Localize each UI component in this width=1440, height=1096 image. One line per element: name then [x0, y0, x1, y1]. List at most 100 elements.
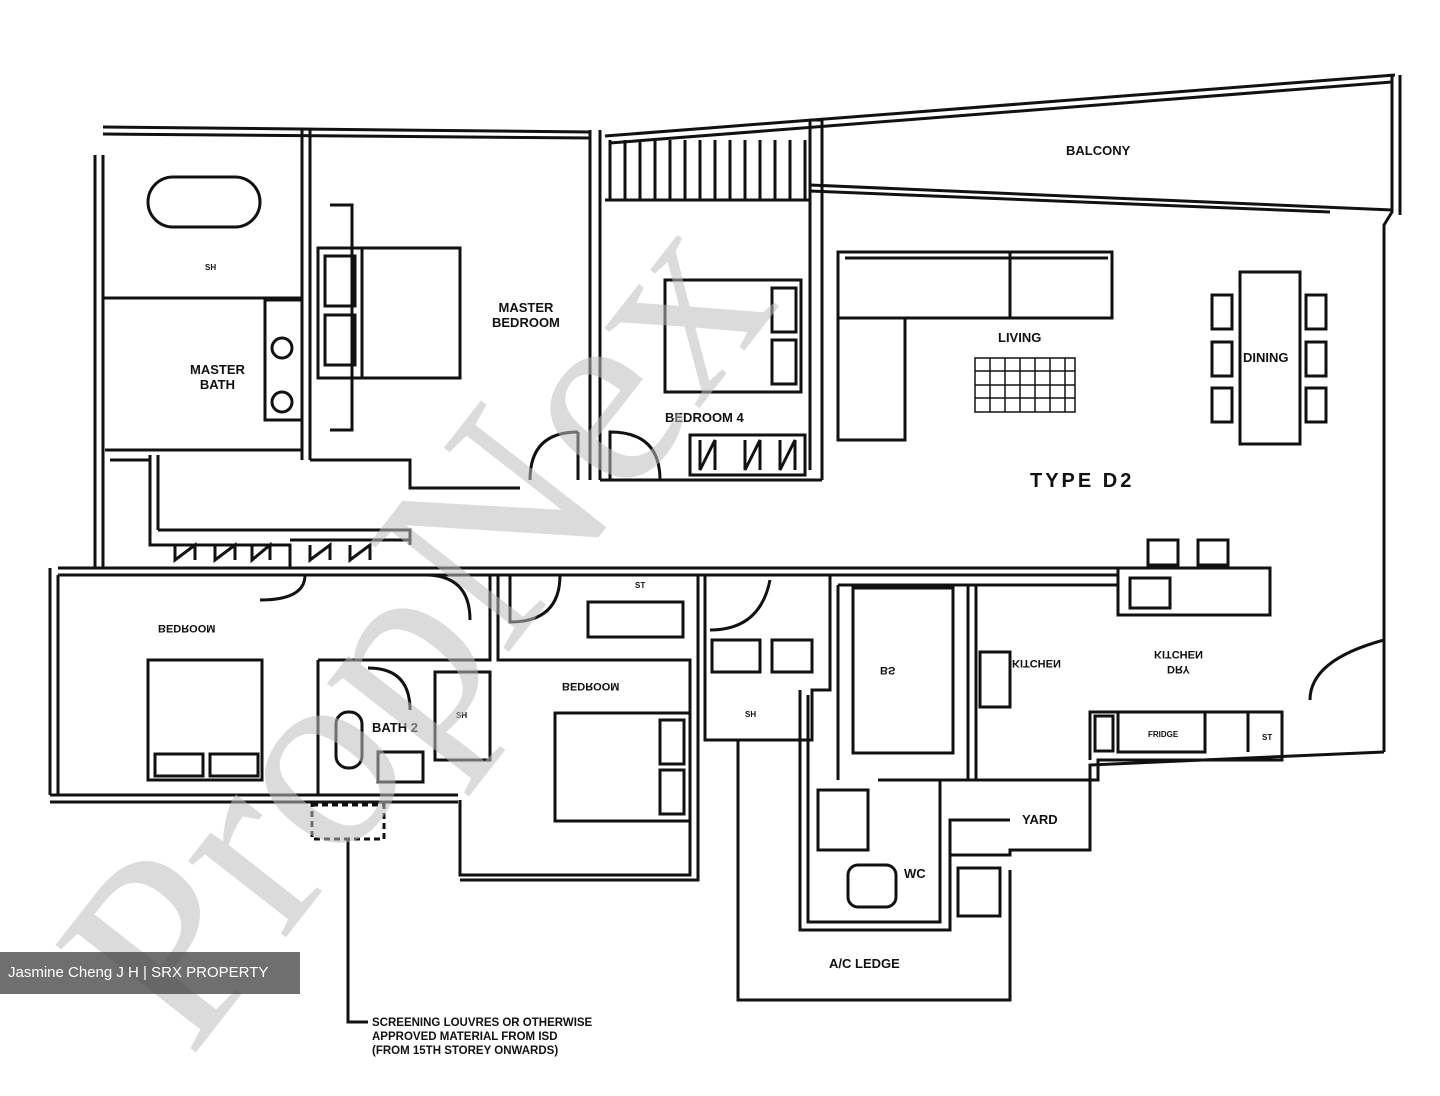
note-leader — [346, 839, 368, 1024]
door-arc — [508, 574, 562, 624]
door-arc — [367, 666, 412, 711]
bath2-wall — [316, 575, 492, 795]
chair — [1304, 293, 1328, 331]
kitchen-bin — [851, 586, 955, 755]
basin — [270, 336, 294, 360]
label-kitchen: KITCHEN — [1012, 657, 1061, 669]
kitchen-divider — [966, 585, 978, 780]
left-wall-master-bath — [93, 155, 105, 568]
wc-heater — [816, 788, 870, 852]
louvre-note: SCREENING LOUVRES OR OTHERWISE APPROVED … — [372, 1017, 593, 1057]
label-balcony: BALCONY — [1066, 143, 1131, 158]
bedroom3-study — [586, 600, 685, 639]
right-wall — [1382, 75, 1394, 752]
rug-grid — [974, 357, 1076, 413]
dining-table — [1238, 270, 1302, 446]
wardrobe-box — [110, 458, 410, 568]
bedroom3-pillow — [658, 718, 686, 766]
basin — [270, 390, 294, 414]
top-wall-left-inner — [102, 132, 591, 140]
common-basin — [770, 638, 814, 674]
corridor-bottom — [58, 566, 1118, 577]
bath2-basin — [376, 750, 425, 784]
door-arc — [709, 579, 772, 632]
common-bath — [703, 575, 832, 742]
master-pillow — [323, 313, 357, 367]
bath2-shower — [433, 670, 492, 762]
kitchen-wall — [836, 575, 1120, 780]
vanity — [263, 298, 304, 422]
door-arc — [1308, 638, 1385, 701]
bottom-wall-bedroom — [50, 793, 458, 804]
top-wall-left — [102, 125, 591, 134]
toilet — [334, 710, 364, 770]
bedroom2-pillow — [153, 752, 205, 778]
label-dry-kitchen: DRY KITCHEN — [1154, 648, 1203, 675]
label-st-right: ST — [1262, 733, 1273, 742]
yard-wall — [878, 710, 1284, 782]
louvres — [310, 803, 386, 841]
door-arc — [608, 430, 662, 481]
corridor-wall — [158, 458, 520, 545]
chair — [1304, 386, 1328, 424]
chair — [1304, 340, 1328, 378]
left-wall-bedroom — [48, 568, 60, 795]
label-sh-bath2: SH — [456, 711, 468, 720]
kitchen-sink — [1128, 576, 1172, 610]
label-sh-common: SH — [745, 710, 757, 719]
label-dining: DINING — [1243, 350, 1289, 365]
door-arc — [424, 573, 472, 621]
wardrobe-symbol — [173, 439, 797, 564]
door-arc — [528, 430, 580, 481]
label-fridge: FRIDGE — [1148, 730, 1179, 739]
label-bedroom3: BEDROOM — [562, 680, 620, 692]
bedroom3-right — [460, 575, 700, 882]
bedroom4-wardrobe — [688, 433, 807, 477]
bedroom4-pillow — [770, 338, 798, 386]
label-master-bath: MASTER BATH — [190, 362, 245, 392]
door-arc — [259, 574, 307, 602]
label-st-center: ST — [635, 581, 646, 590]
stool — [1146, 538, 1180, 567]
wc-block — [798, 690, 1385, 932]
label-type: TYPE D2 — [1030, 470, 1135, 492]
sofa — [836, 250, 1114, 442]
wc-block-2 — [806, 695, 942, 924]
counter — [1116, 566, 1272, 617]
stool — [1196, 538, 1230, 567]
label-bedroom2: BEDROOM — [158, 622, 216, 634]
master-pillow — [323, 254, 357, 308]
common-sink — [710, 638, 762, 674]
chair — [1210, 340, 1234, 378]
bathtub — [146, 175, 262, 229]
label-living: LIVING — [998, 330, 1042, 345]
kitchen-appliance — [1093, 714, 1115, 753]
yard-sink — [956, 866, 1002, 918]
label-wc: WC — [904, 866, 926, 881]
wc-toilet — [846, 863, 898, 909]
label-bs: BS — [880, 664, 896, 676]
bedroom4-right-wall — [808, 118, 824, 480]
bedroom2-pillow — [208, 752, 260, 778]
label-yard: YARD — [1022, 812, 1058, 827]
top-wall-balcony — [604, 73, 1396, 138]
bedroom4-left-wall — [588, 130, 602, 480]
kitchen-shelf — [978, 650, 1012, 709]
balcony-edge — [809, 183, 1393, 212]
balcony-edge-2 — [809, 189, 1331, 214]
label-master-bedroom: MASTER BEDROOM — [492, 300, 560, 330]
bedroom3-pillow — [658, 768, 686, 816]
label-bedroom4: BEDROOM 4 — [665, 410, 744, 425]
fridge-box — [1116, 710, 1250, 754]
bedroom4-bed — [663, 278, 803, 394]
label-ac-ledge: A/C LEDGE — [829, 956, 900, 971]
bedroom4-pillow — [770, 286, 798, 334]
master-bed-line — [330, 203, 364, 432]
chair — [1210, 293, 1234, 331]
door-arc — [948, 818, 1010, 860]
master-bed — [316, 246, 462, 380]
bedroom2-bed — [146, 658, 264, 782]
ac-ledge — [736, 740, 1012, 1002]
